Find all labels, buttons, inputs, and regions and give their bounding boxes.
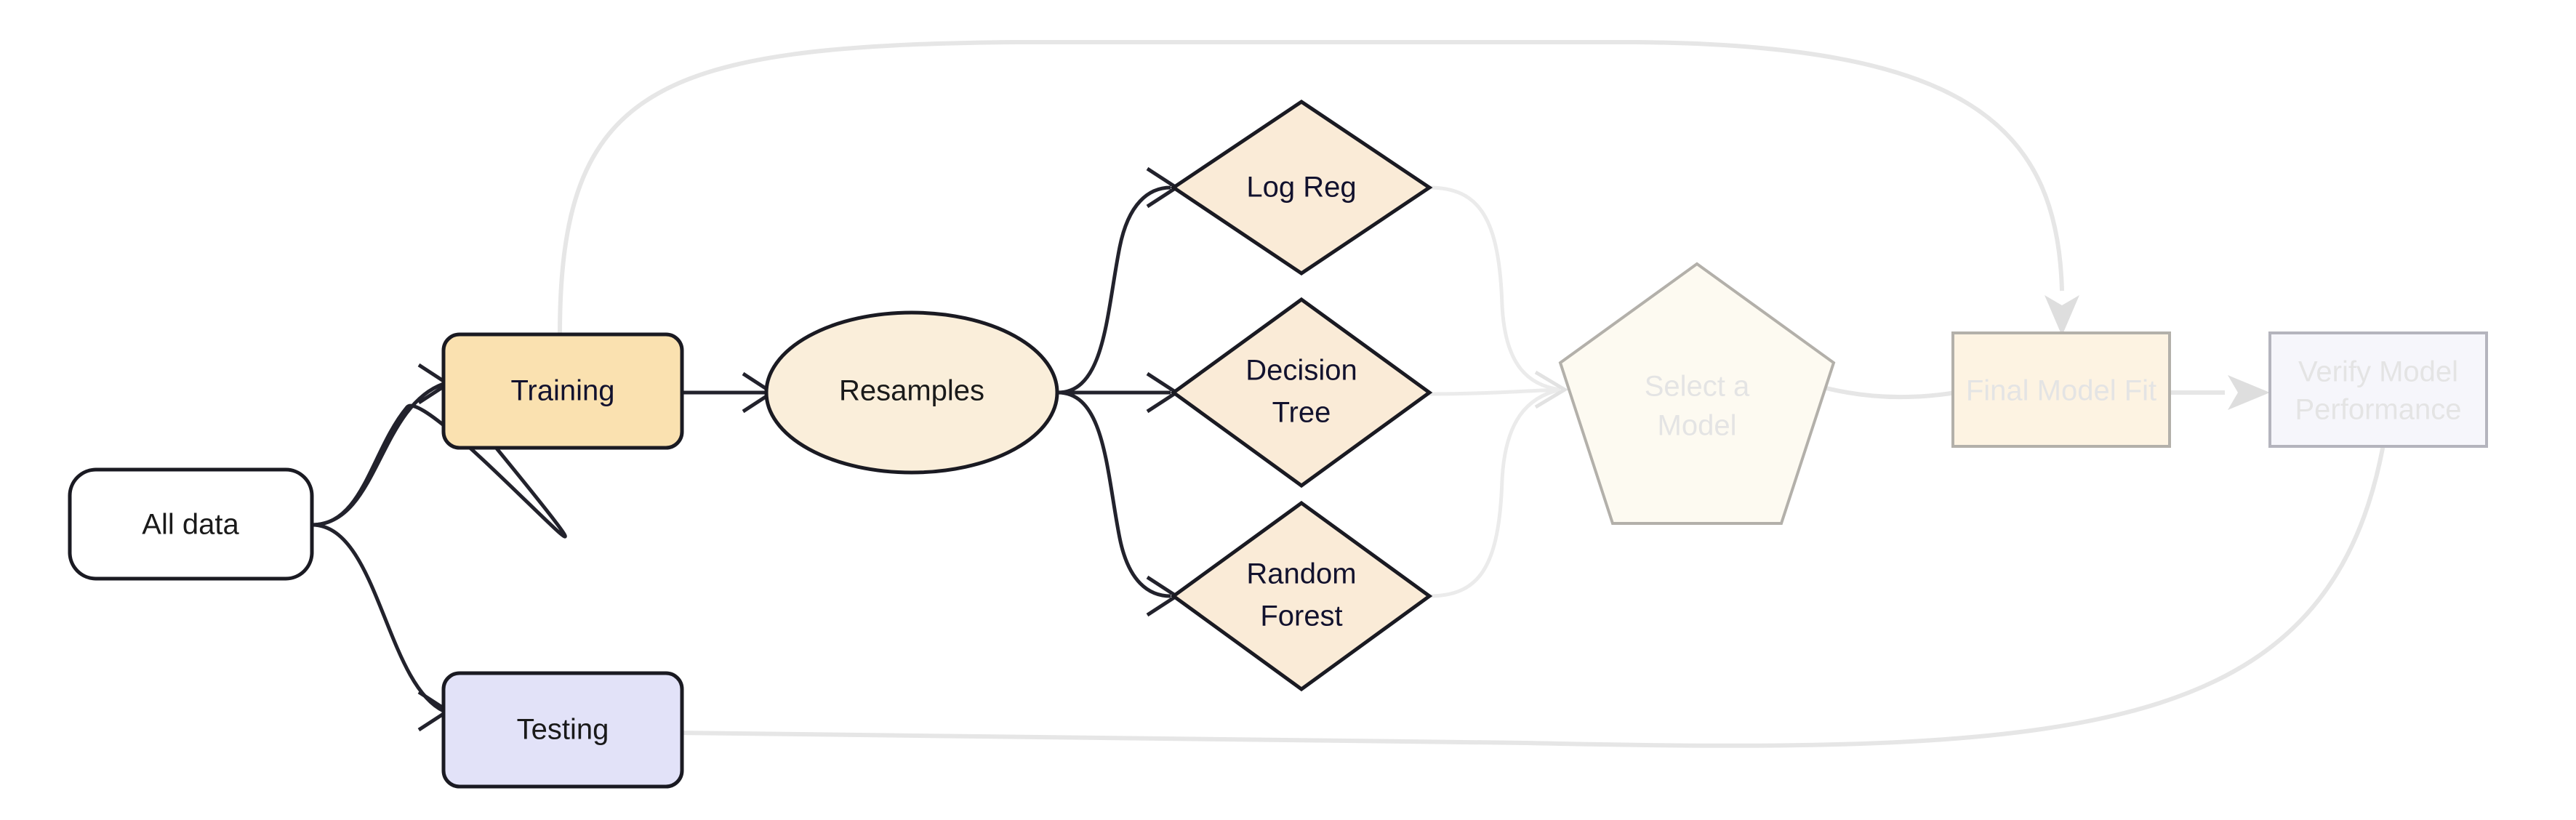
edge-training-to-resamples [682, 371, 776, 414]
training-shape[interactable] [441, 332, 684, 450]
random-forest-label-line1: Random [1246, 558, 1356, 590]
node-log-reg[interactable]: Log Reg [1170, 99, 1433, 276]
edge-final-model-fit-to-verify-model-performance [2170, 375, 2270, 410]
node-training[interactable]: Training [441, 332, 684, 450]
node-final-model-fit[interactable]: Final Model Fit [1951, 331, 2171, 448]
select-a-model-label-line2: Model [1658, 410, 1737, 442]
verify-model-performance-label-line1: Verify Model [2298, 356, 2458, 388]
select-a-model-shape[interactable] [1558, 262, 1836, 525]
node-select-a-model[interactable]: Select a Model [1558, 262, 1836, 525]
edge-resamples-to-random-forest [1057, 390, 1180, 617]
node-decision-tree[interactable]: Decision Tree [1170, 297, 1433, 489]
edge-log-reg-to-select-a-model [1428, 185, 1561, 392]
resamples-shape[interactable] [764, 310, 1059, 475]
final-model-fit-shape[interactable] [1951, 331, 2171, 448]
node-verify-model-performance[interactable]: Verify Model Performance [2268, 331, 2488, 448]
decision-tree-label-line2: Tree [1272, 397, 1331, 429]
final-model-fit-label: Final Model Fit [1966, 375, 2156, 407]
edge-resamples-to-log-reg [1057, 166, 1180, 395]
log-reg-label: Log Reg [1246, 172, 1356, 204]
node-all-data[interactable]: All data [68, 467, 314, 581]
edge-random-forest-to-select-a-model [1428, 370, 1568, 598]
decision-tree-shape[interactable] [1170, 297, 1433, 489]
all-data-label: All data [142, 509, 239, 541]
node-resamples[interactable]: Resamples [764, 310, 1059, 475]
testing-label: Testing [517, 714, 609, 746]
edge-training-to-final-model-fit [558, 40, 2079, 336]
edge-resamples-to-decision-tree [1058, 371, 1180, 414]
edge-decision-tree-to-select-a-model [1428, 387, 1561, 396]
log-reg-shape[interactable] [1170, 99, 1433, 276]
resamples-label: Resamples [839, 375, 984, 407]
all-data-shape[interactable] [68, 467, 314, 581]
edge-all-data-to-testing [311, 523, 452, 732]
node-testing[interactable]: Testing [441, 671, 684, 789]
decision-tree-label-line1: Decision [1245, 355, 1357, 387]
testing-shape[interactable] [441, 671, 684, 789]
random-forest-label-line2: Forest [1260, 600, 1342, 632]
training-label: Training [510, 375, 614, 407]
random-forest-shape[interactable] [1170, 500, 1433, 692]
verify-model-performance-label-line2: Performance [2295, 394, 2462, 426]
verify-model-performance-shape[interactable] [2268, 331, 2488, 448]
select-a-model-label-line1: Select a [1645, 371, 1750, 403]
node-random-forest[interactable]: Random Forest [1170, 500, 1433, 692]
